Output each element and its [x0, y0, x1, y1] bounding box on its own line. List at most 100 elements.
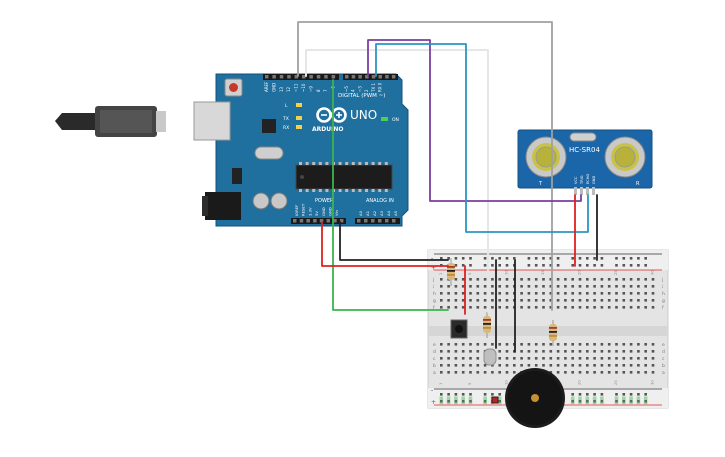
breadboard-hole[interactable]	[476, 350, 480, 353]
rail-hole[interactable]	[483, 257, 487, 260]
breadboard-hole[interactable]	[469, 306, 472, 309]
rail-hole[interactable]	[622, 393, 626, 396]
breadboard-hole[interactable]	[615, 371, 618, 374]
rail-hole[interactable]	[586, 393, 589, 396]
breadboard-hole[interactable]	[586, 285, 589, 288]
breadboard-hole[interactable]	[644, 299, 647, 302]
breadboard-hole[interactable]	[549, 306, 553, 309]
breadboard-hole[interactable]	[644, 285, 647, 288]
breadboard-hole[interactable]	[586, 371, 589, 374]
breadboard-hole[interactable]	[454, 292, 458, 295]
header-pin[interactable]	[371, 75, 376, 79]
breadboard-hole[interactable]	[593, 357, 596, 360]
breadboard-hole[interactable]	[651, 278, 655, 281]
breadboard-hole[interactable]	[607, 350, 611, 353]
breadboard-hole[interactable]	[505, 278, 509, 281]
header-pin[interactable]	[351, 75, 356, 79]
breadboard-hole[interactable]	[571, 364, 574, 367]
breadboard-hole[interactable]	[637, 357, 640, 360]
breadboard-hole[interactable]	[644, 343, 647, 346]
rail-hole[interactable]	[644, 393, 647, 396]
breadboard-hole[interactable]	[644, 350, 647, 353]
breadboard-hole[interactable]	[644, 364, 647, 367]
breadboard-hole[interactable]	[607, 343, 611, 346]
breadboard-hole[interactable]	[542, 306, 545, 309]
rail-hole[interactable]	[461, 264, 465, 267]
header-pin[interactable]	[287, 75, 291, 79]
breadboard-hole[interactable]	[520, 364, 523, 367]
rail-hole[interactable]	[454, 400, 458, 403]
header-pin[interactable]	[365, 75, 369, 79]
header-pin[interactable]	[385, 75, 389, 79]
breadboard-hole[interactable]	[483, 371, 487, 374]
rail-hole[interactable]	[615, 257, 618, 260]
breadboard-hole[interactable]	[527, 343, 531, 346]
breadboard-hole[interactable]	[469, 371, 472, 374]
breadboard-hole[interactable]	[549, 285, 553, 288]
breadboard-hole[interactable]	[644, 371, 647, 374]
breadboard-hole[interactable]	[564, 357, 567, 360]
breadboard-hole[interactable]	[520, 357, 523, 360]
header-pin[interactable]	[272, 75, 276, 79]
rail-hole[interactable]	[622, 264, 626, 267]
piezo-buzzer[interactable]	[505, 368, 565, 428]
breadboard-hole[interactable]	[513, 357, 516, 360]
breadboard-hole[interactable]	[447, 285, 450, 288]
breadboard-hole[interactable]	[644, 306, 647, 309]
breadboard-hole[interactable]	[454, 299, 458, 302]
wire-purple[interactable]	[367, 39, 582, 202]
breadboard-hole[interactable]	[476, 292, 480, 295]
breadboard-hole[interactable]	[571, 343, 574, 346]
rail-hole[interactable]	[593, 393, 596, 396]
breadboard-hole[interactable]	[447, 299, 450, 302]
breadboard-hole[interactable]	[622, 364, 626, 367]
breadboard-hole[interactable]	[469, 364, 472, 367]
rail-hole[interactable]	[447, 257, 450, 260]
breadboard-hole[interactable]	[629, 371, 633, 374]
breadboard-hole[interactable]	[505, 285, 509, 288]
breadboard-hole[interactable]	[637, 299, 640, 302]
breadboard-hole[interactable]	[564, 343, 567, 346]
breadboard-hole[interactable]	[491, 292, 494, 295]
rail-hole[interactable]	[513, 257, 516, 260]
breadboard-hole[interactable]	[461, 292, 465, 295]
rail-hole[interactable]	[491, 264, 494, 267]
header-pin[interactable]	[331, 75, 336, 79]
rail-hole[interactable]	[447, 400, 450, 403]
wire-teal[interactable]	[375, 43, 589, 233]
breadboard-hole[interactable]	[607, 371, 611, 374]
breadboard-hole[interactable]	[542, 343, 545, 346]
rail-hole[interactable]	[461, 257, 465, 260]
rail-hole[interactable]	[586, 400, 589, 403]
header-pin[interactable]	[358, 75, 362, 79]
breadboard-hole[interactable]	[534, 299, 538, 302]
breadboard-hole[interactable]	[637, 278, 640, 281]
rail-hole[interactable]	[498, 264, 501, 267]
breadboard-hole[interactable]	[520, 343, 523, 346]
rail-hole[interactable]	[629, 393, 633, 396]
breadboard-hole[interactable]	[607, 292, 611, 295]
rail-hole[interactable]	[549, 257, 553, 260]
breadboard-hole[interactable]	[542, 292, 545, 295]
rail-hole[interactable]	[593, 264, 596, 267]
breadboard-hole[interactable]	[571, 350, 574, 353]
breadboard-hole[interactable]	[454, 350, 458, 353]
rail-hole[interactable]	[498, 257, 501, 260]
breadboard-hole[interactable]	[505, 357, 509, 360]
header-pin[interactable]	[313, 219, 317, 223]
breadboard-hole[interactable]	[556, 364, 560, 367]
breadboard-hole[interactable]	[454, 285, 458, 288]
breadboard-hole[interactable]	[454, 364, 458, 367]
breadboard-hole[interactable]	[607, 306, 611, 309]
breadboard-hole[interactable]	[637, 364, 640, 367]
breadboard-hole[interactable]	[461, 350, 465, 353]
breadboard-hole[interactable]	[542, 299, 545, 302]
breadboard-hole[interactable]	[556, 357, 560, 360]
rail-hole[interactable]	[571, 264, 574, 267]
breadboard-hole[interactable]	[651, 364, 655, 367]
breadboard-hole[interactable]	[564, 350, 567, 353]
rail-hole[interactable]	[571, 257, 574, 260]
header-pin[interactable]	[392, 219, 396, 223]
breadboard-hole[interactable]	[615, 350, 618, 353]
